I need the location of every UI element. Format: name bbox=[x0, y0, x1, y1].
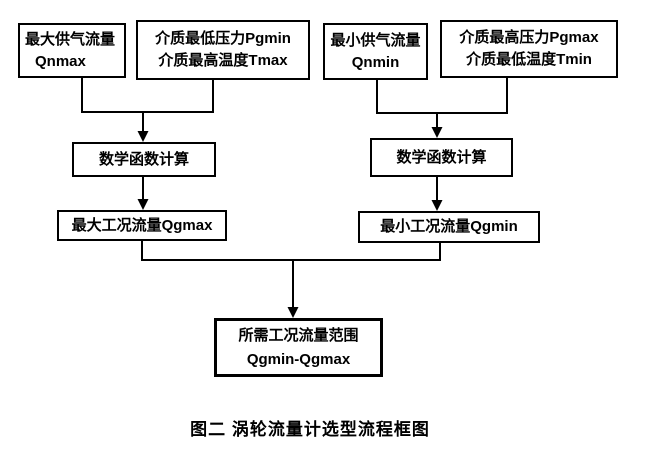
connector-right-merge bbox=[376, 78, 508, 128]
connector-left-merge bbox=[81, 78, 214, 132]
media-min-pressure-label: 介质最低压力Pgmin bbox=[155, 30, 291, 47]
required-flow-range-label: 所需工况流量范围 bbox=[238, 326, 359, 344]
input-min-supply-flow-label: 最小供气流量 bbox=[330, 31, 421, 49]
result-max-working-flow-label: 最大工况流量Qgmax bbox=[71, 216, 213, 234]
arrowhead-left-process bbox=[137, 131, 149, 142]
input-box-max-supply-flow: 最大供气流量 Qnmax bbox=[18, 23, 126, 78]
input-box-media-min-pressure-max-temp: 介质最低压力Pgmin 介质最高温度Tmax bbox=[136, 20, 310, 80]
result-box-max-working-flow: 最大工况流量Qgmax bbox=[57, 210, 227, 241]
media-max-pressure-label: 介质最高压力Pgmax bbox=[459, 29, 599, 46]
result-box-min-working-flow: 最小工况流量Qgmin bbox=[358, 211, 540, 243]
arrowhead-right-result bbox=[431, 200, 443, 211]
input-box-min-supply-flow: 最小供气流量 Qnmin bbox=[323, 23, 428, 80]
process-box-math-left: 数学函数计算 bbox=[72, 142, 216, 177]
input-max-supply-flow-symbol: Qnmax bbox=[35, 52, 86, 70]
input-min-supply-flow-symbol: Qnmin bbox=[351, 53, 400, 71]
process-box-math-right: 数学函数计算 bbox=[370, 138, 513, 177]
result-min-working-flow-label: 最小工况流量Qgmin bbox=[380, 218, 518, 235]
media-min-temp-label: 介质最低温度Tmin bbox=[466, 51, 592, 68]
process-math-left-label: 数学函数计算 bbox=[98, 150, 189, 168]
arrowhead-left-result bbox=[137, 199, 149, 210]
input-box-media-max-pressure-min-temp: 介质最高压力Pgmax 介质最低温度Tmin bbox=[440, 20, 618, 78]
figure-caption: 图二 涡轮流量计选型流程框图 bbox=[190, 420, 430, 439]
required-flow-range-value: Qgmin-Qgmax bbox=[246, 350, 351, 368]
input-max-supply-flow-label: 最大供气流量 bbox=[25, 30, 116, 48]
media-max-temp-label: 介质最高温度Tmax bbox=[158, 52, 288, 69]
arrowhead-right-process bbox=[431, 127, 443, 138]
connector-bottom-merge bbox=[141, 241, 441, 308]
arrowhead-final bbox=[287, 307, 299, 318]
final-box-required-flow-range: 所需工况流量范围 Qgmin-Qgmax bbox=[214, 318, 383, 377]
process-math-right-label: 数学函数计算 bbox=[396, 148, 487, 166]
